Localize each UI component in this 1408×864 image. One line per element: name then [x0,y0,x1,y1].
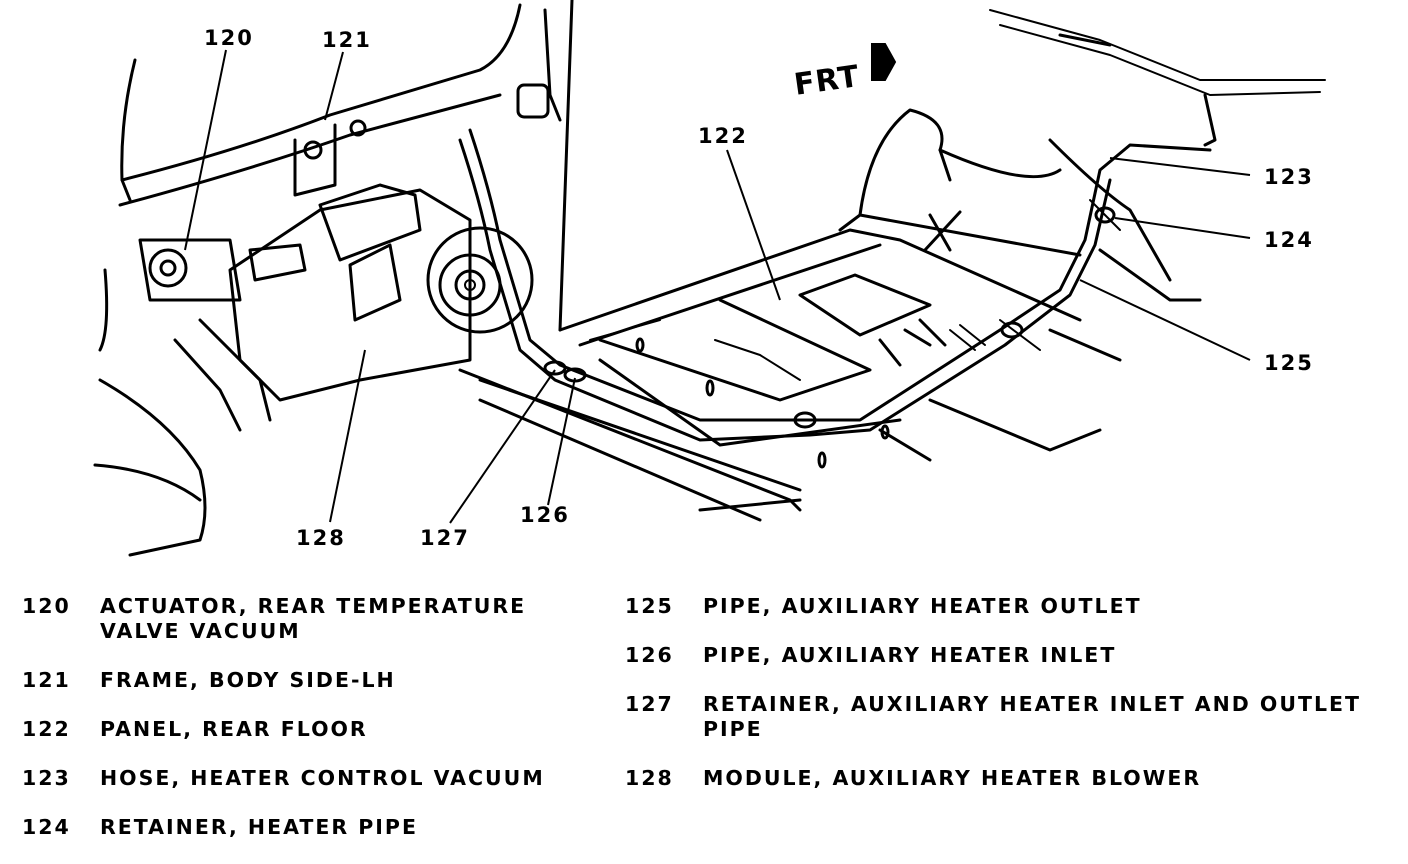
legend-number: 123 [22,766,71,790]
legend-number: 126 [625,643,674,667]
legend-description: HOSE, HEATER CONTROL VACUUM [100,766,545,790]
legend-number: 125 [625,594,674,618]
legend-description: FRAME, BODY SIDE-LH [100,668,396,692]
legend-item-121: 121 FRAME, BODY SIDE-LH [22,668,722,693]
legend-item-125: 125 PIPE, AUXILIARY HEATER OUTLET [625,594,1395,619]
legend-number: 128 [625,766,674,790]
legend-description: PIPE, AUXILIARY HEATER OUTLET [703,594,1142,618]
vehicle-line-art [93,0,1326,557]
legend-description: MODULE, AUXILIARY HEATER BLOWER [703,766,1202,790]
front-direction-label: FRT [792,59,862,103]
legend-description: RETAINER, HEATER PIPE [100,815,418,839]
callout-leaders [184,49,1251,524]
callout-126: 126 [520,503,570,527]
parts-diagram: FRT 120 121 122 123 124 125 126 127 128 [93,0,1326,557]
legend-item-122: 122 PANEL, REAR FLOOR [22,717,722,742]
callout-128: 128 [296,526,346,550]
legend-description: PANEL, REAR FLOOR [100,717,368,741]
legend-item-120: 120 ACTUATOR, REAR TEMPERATURE VALVE VAC… [22,594,722,644]
legend-number: 121 [22,668,71,692]
legend-description: RETAINER, AUXILIARY HEATER INLET AND OUT… [703,692,1362,741]
legend-right-column: 125 PIPE, AUXILIARY HEATER OUTLET 126 PI… [625,594,1395,815]
legend-item-126: 126 PIPE, AUXILIARY HEATER INLET [625,643,1395,668]
callout-123: 123 [1264,165,1314,189]
legend-item-128: 128 MODULE, AUXILIARY HEATER BLOWER [625,766,1395,791]
legend-left-column: 120 ACTUATOR, REAR TEMPERATURE VALVE VAC… [22,594,722,864]
legend-number: 122 [22,717,71,741]
legend-number: 127 [625,692,674,716]
legend-item-123: 123 HOSE, HEATER CONTROL VACUUM [22,766,722,791]
legend-description: PIPE, AUXILIARY HEATER INLET [703,643,1117,667]
callout-127: 127 [420,526,470,550]
legend-number: 124 [22,815,71,839]
callout-125: 125 [1264,351,1314,375]
callout-124: 124 [1264,228,1314,252]
callout-120: 120 [204,26,254,50]
legend-item-124: 124 RETAINER, HEATER PIPE [22,815,722,840]
legend-description: ACTUATOR, REAR TEMPERATURE VALVE VACUUM [100,594,527,643]
legend-number: 120 [22,594,71,618]
legend-item-127: 127 RETAINER, AUXILIARY HEATER INLET AND… [625,692,1395,742]
callout-122: 122 [698,124,748,148]
callout-121: 121 [322,28,372,52]
